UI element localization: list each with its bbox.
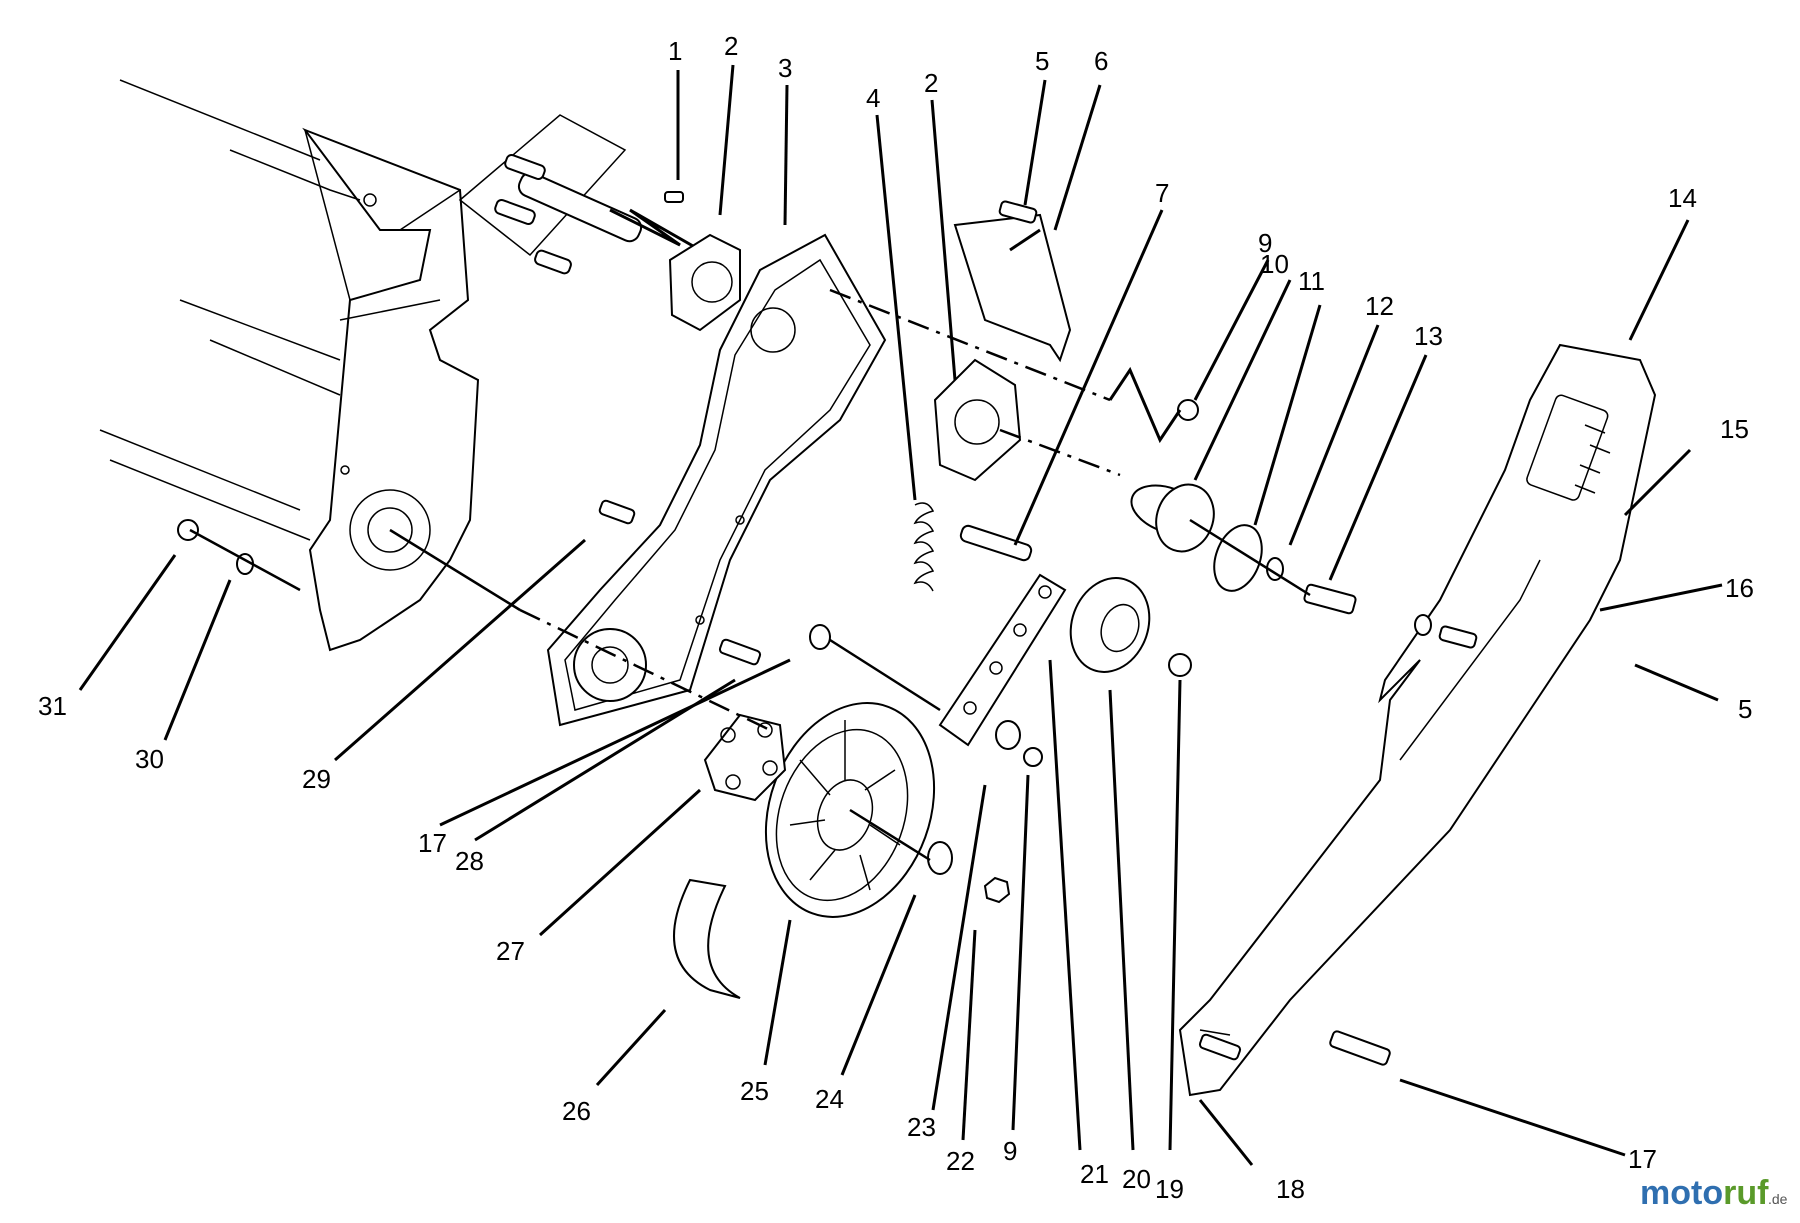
bolt-28 [718, 638, 762, 666]
z-bracket-line [1108, 366, 1182, 444]
upper-pulley [1130, 483, 1215, 553]
callout-12: 12 [1365, 291, 1394, 321]
callout-16: 16 [1725, 573, 1754, 603]
axis-line-idler [829, 638, 941, 712]
axis-line-upper [829, 288, 1111, 402]
washer-17-plate [809, 624, 831, 650]
logo-letter: t [1691, 1174, 1702, 1212]
callout-1: 1 [668, 36, 682, 66]
callout-31: 31 [38, 691, 67, 721]
callout-15: 15 [1720, 414, 1749, 444]
callout-23: 23 [907, 1112, 936, 1142]
callout-21: 21 [1080, 1159, 1109, 1189]
callout-2: 2 [724, 31, 738, 61]
idler-bracket [953, 213, 1072, 363]
belt-cover [1178, 343, 1657, 1097]
tension-spring [913, 502, 935, 592]
logo-letter: u [1736, 1174, 1757, 1212]
axis-line-washer [189, 528, 301, 592]
callout-20: 20 [1122, 1164, 1151, 1194]
callout-6: 6 [1094, 46, 1108, 76]
bearing-flange-middle [933, 358, 1022, 482]
callout-29: 29 [302, 764, 331, 794]
axis-line-left [389, 528, 521, 612]
callout-labels: 1 2 3 4 2 5 6 7 9 10 11 12 13 14 15 16 5… [38, 31, 1754, 1204]
callout-27: 27 [496, 936, 525, 966]
chaincase-plate [546, 233, 887, 727]
logo-suffix: .de [1768, 1191, 1788, 1207]
shoulder-bolt [959, 524, 1033, 562]
logo-letter: o [1702, 1174, 1723, 1212]
washer-11 [1213, 524, 1263, 592]
callout-9: 9 [1003, 1136, 1017, 1166]
axis-line-lower [519, 608, 771, 732]
callout-18: 18 [1276, 1174, 1305, 1204]
logo-letter: o [1670, 1174, 1691, 1212]
nut-9-lower [1023, 747, 1043, 767]
washer-24 [927, 841, 953, 875]
bolt-17-cover [1329, 1030, 1391, 1066]
bolt-5-top [998, 200, 1038, 224]
hex-nut-22 [983, 876, 1011, 904]
callout-14: 14 [1668, 183, 1697, 213]
auger-housing [99, 79, 480, 652]
callout-5: 5 [1738, 694, 1752, 724]
nut-9-upper [1177, 399, 1199, 421]
key-part [664, 191, 684, 203]
logo-letter: r [1723, 1174, 1736, 1212]
washer-16 [1414, 614, 1432, 636]
logo-letter: f [1757, 1174, 1769, 1212]
leader-lines [78, 64, 1723, 1166]
callout-3: 3 [778, 53, 792, 83]
callout-30: 30 [135, 744, 164, 774]
callout-10: 10 [1260, 249, 1289, 279]
axis-line-middle [999, 428, 1121, 477]
callout-7: 7 [1155, 178, 1169, 208]
nut-19 [1168, 653, 1192, 677]
callout-25: 25 [740, 1076, 769, 1106]
callout-17: 17 [1628, 1144, 1657, 1174]
bolt-29 [598, 499, 636, 525]
axis-line-right [1189, 518, 1311, 597]
callout-2: 2 [924, 68, 938, 98]
callout-28: 28 [455, 846, 484, 876]
svg-text:motoruf: motoruf [1640, 1174, 1769, 1212]
callout-5: 5 [1035, 46, 1049, 76]
belt-segment [673, 878, 741, 999]
washer-23 [995, 720, 1021, 750]
logo-letter: m [1640, 1174, 1670, 1212]
callout-13: 13 [1414, 321, 1443, 351]
idler-arm [938, 573, 1067, 747]
callout-17: 17 [418, 828, 447, 858]
callout-26: 26 [562, 1096, 591, 1126]
callout-24: 24 [815, 1084, 844, 1114]
drive-shaft-inset [458, 114, 701, 275]
axis-line-pulley [849, 808, 931, 862]
idler-pulley [1069, 577, 1151, 673]
callout-19: 19 [1155, 1174, 1184, 1204]
callout-11: 11 [1298, 266, 1325, 296]
hex-bolt-13 [1303, 583, 1357, 615]
motoruf-watermark-logo: motoruf .de [1640, 1174, 1788, 1212]
bolt-5-cover [1438, 625, 1478, 649]
callout-4: 4 [866, 83, 880, 113]
nut-31 [177, 519, 199, 541]
bolt-18-cover [1198, 1033, 1242, 1061]
callout-22: 22 [946, 1146, 975, 1176]
callout-9: 9 [1258, 228, 1272, 258]
bearing-flange-left [668, 233, 741, 332]
